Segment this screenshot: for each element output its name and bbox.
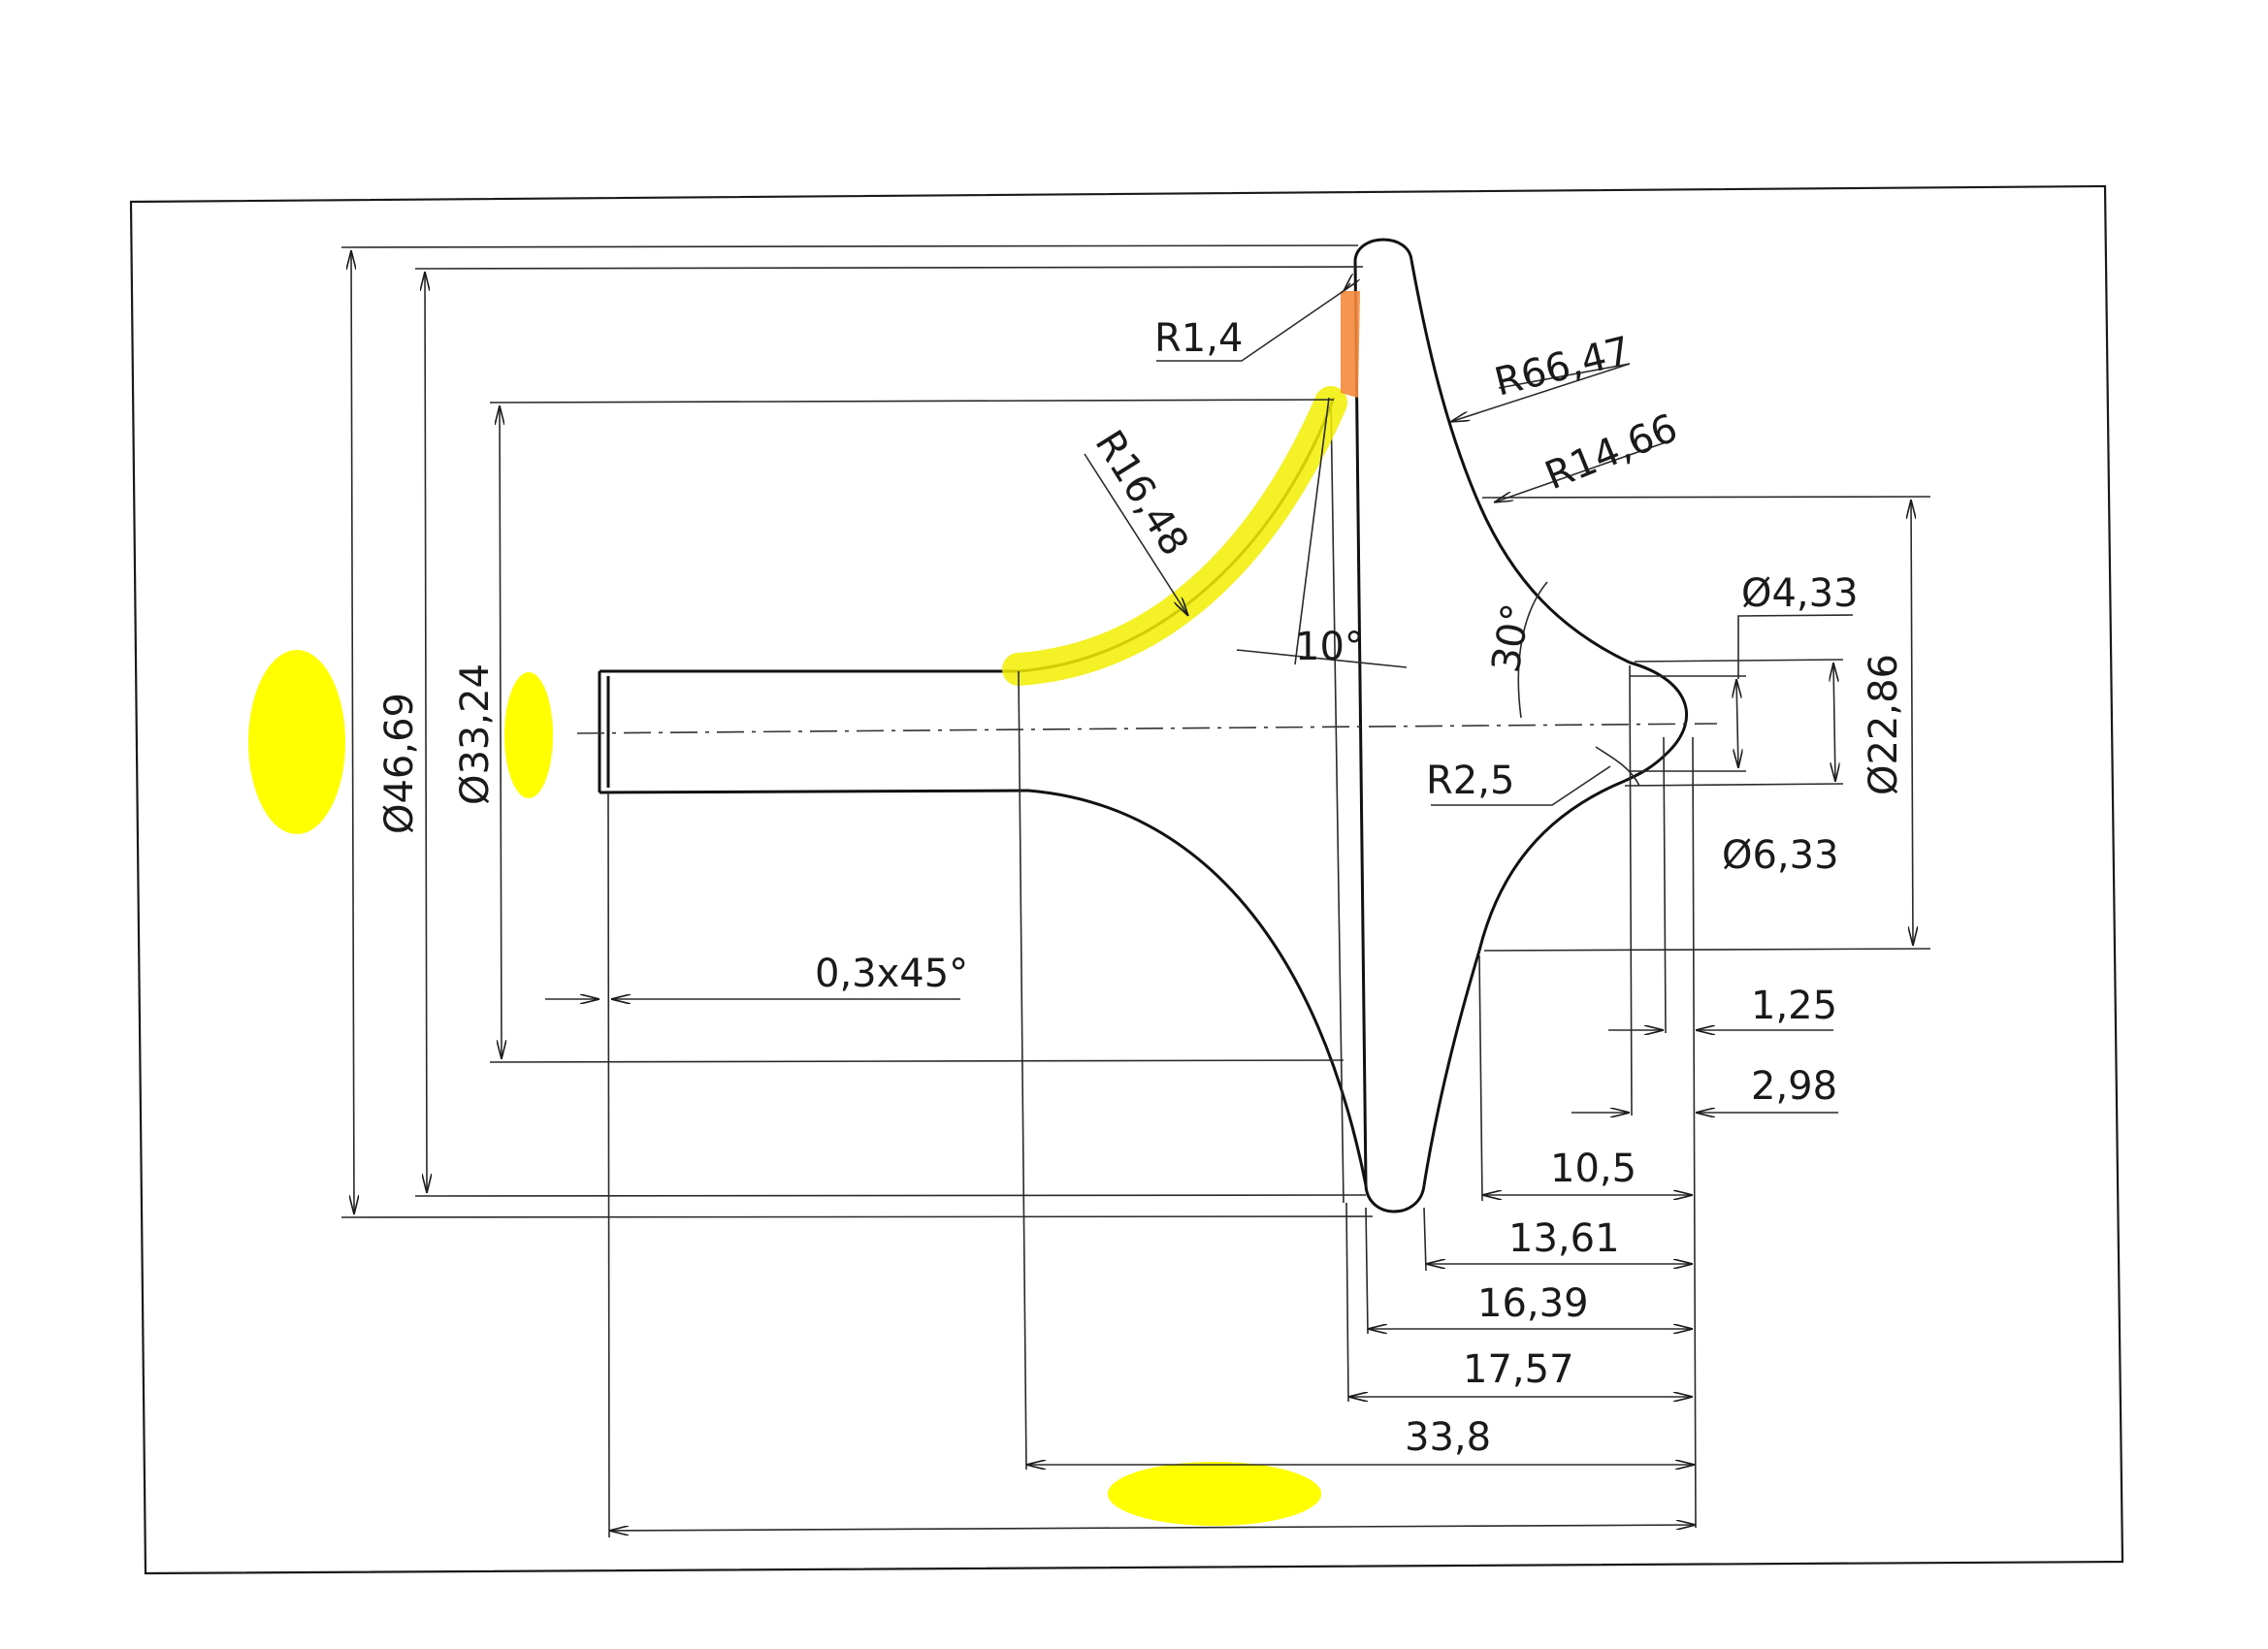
dim-r1-4: R1,4 (1154, 316, 1243, 361)
dim-len-10-5: 10,5 (1550, 1147, 1636, 1191)
dim-len-13-61: 13,61 (1508, 1216, 1620, 1261)
dim-r66-47: R66,47 (1490, 329, 1635, 405)
dim-d46-69: Ø46,69 (377, 693, 422, 834)
dim-chamfer: 0,3x45° (815, 952, 968, 996)
highlight-left-1 (248, 650, 345, 834)
dim-len-17-57: 17,57 (1463, 1347, 1574, 1392)
highlight-left-2 (504, 672, 553, 798)
centre-axis (576, 723, 1718, 734)
dim-d6-33: Ø6,33 (1722, 833, 1839, 878)
drawing-frame (129, 184, 2124, 1575)
highlight-r16-arc (1002, 386, 1347, 686)
dim-len-1-25: 1,25 (1751, 984, 1837, 1028)
highlight-bottom (1108, 1462, 1321, 1526)
dim-len-33-8: 33,8 (1405, 1415, 1491, 1460)
dimension-lines (351, 250, 1913, 1531)
dim-angle-30: 30° (1484, 600, 1540, 676)
dim-d22-86: Ø22,86 (1862, 654, 1906, 795)
extension-lines (340, 244, 1931, 1538)
dim-r2-5: R2,5 (1426, 759, 1514, 803)
dim-angle-10: 10° (1295, 625, 1364, 669)
dim-d33-24: Ø33,24 (453, 663, 498, 805)
highlight-orange-mark (1341, 291, 1360, 398)
dim-d4-33: Ø4,33 (1741, 571, 1859, 616)
dim-len-16-39: 16,39 (1477, 1281, 1589, 1326)
dim-len-2-98: 2,98 (1751, 1064, 1837, 1109)
dim-r14-66: R14,66 (1539, 405, 1684, 499)
